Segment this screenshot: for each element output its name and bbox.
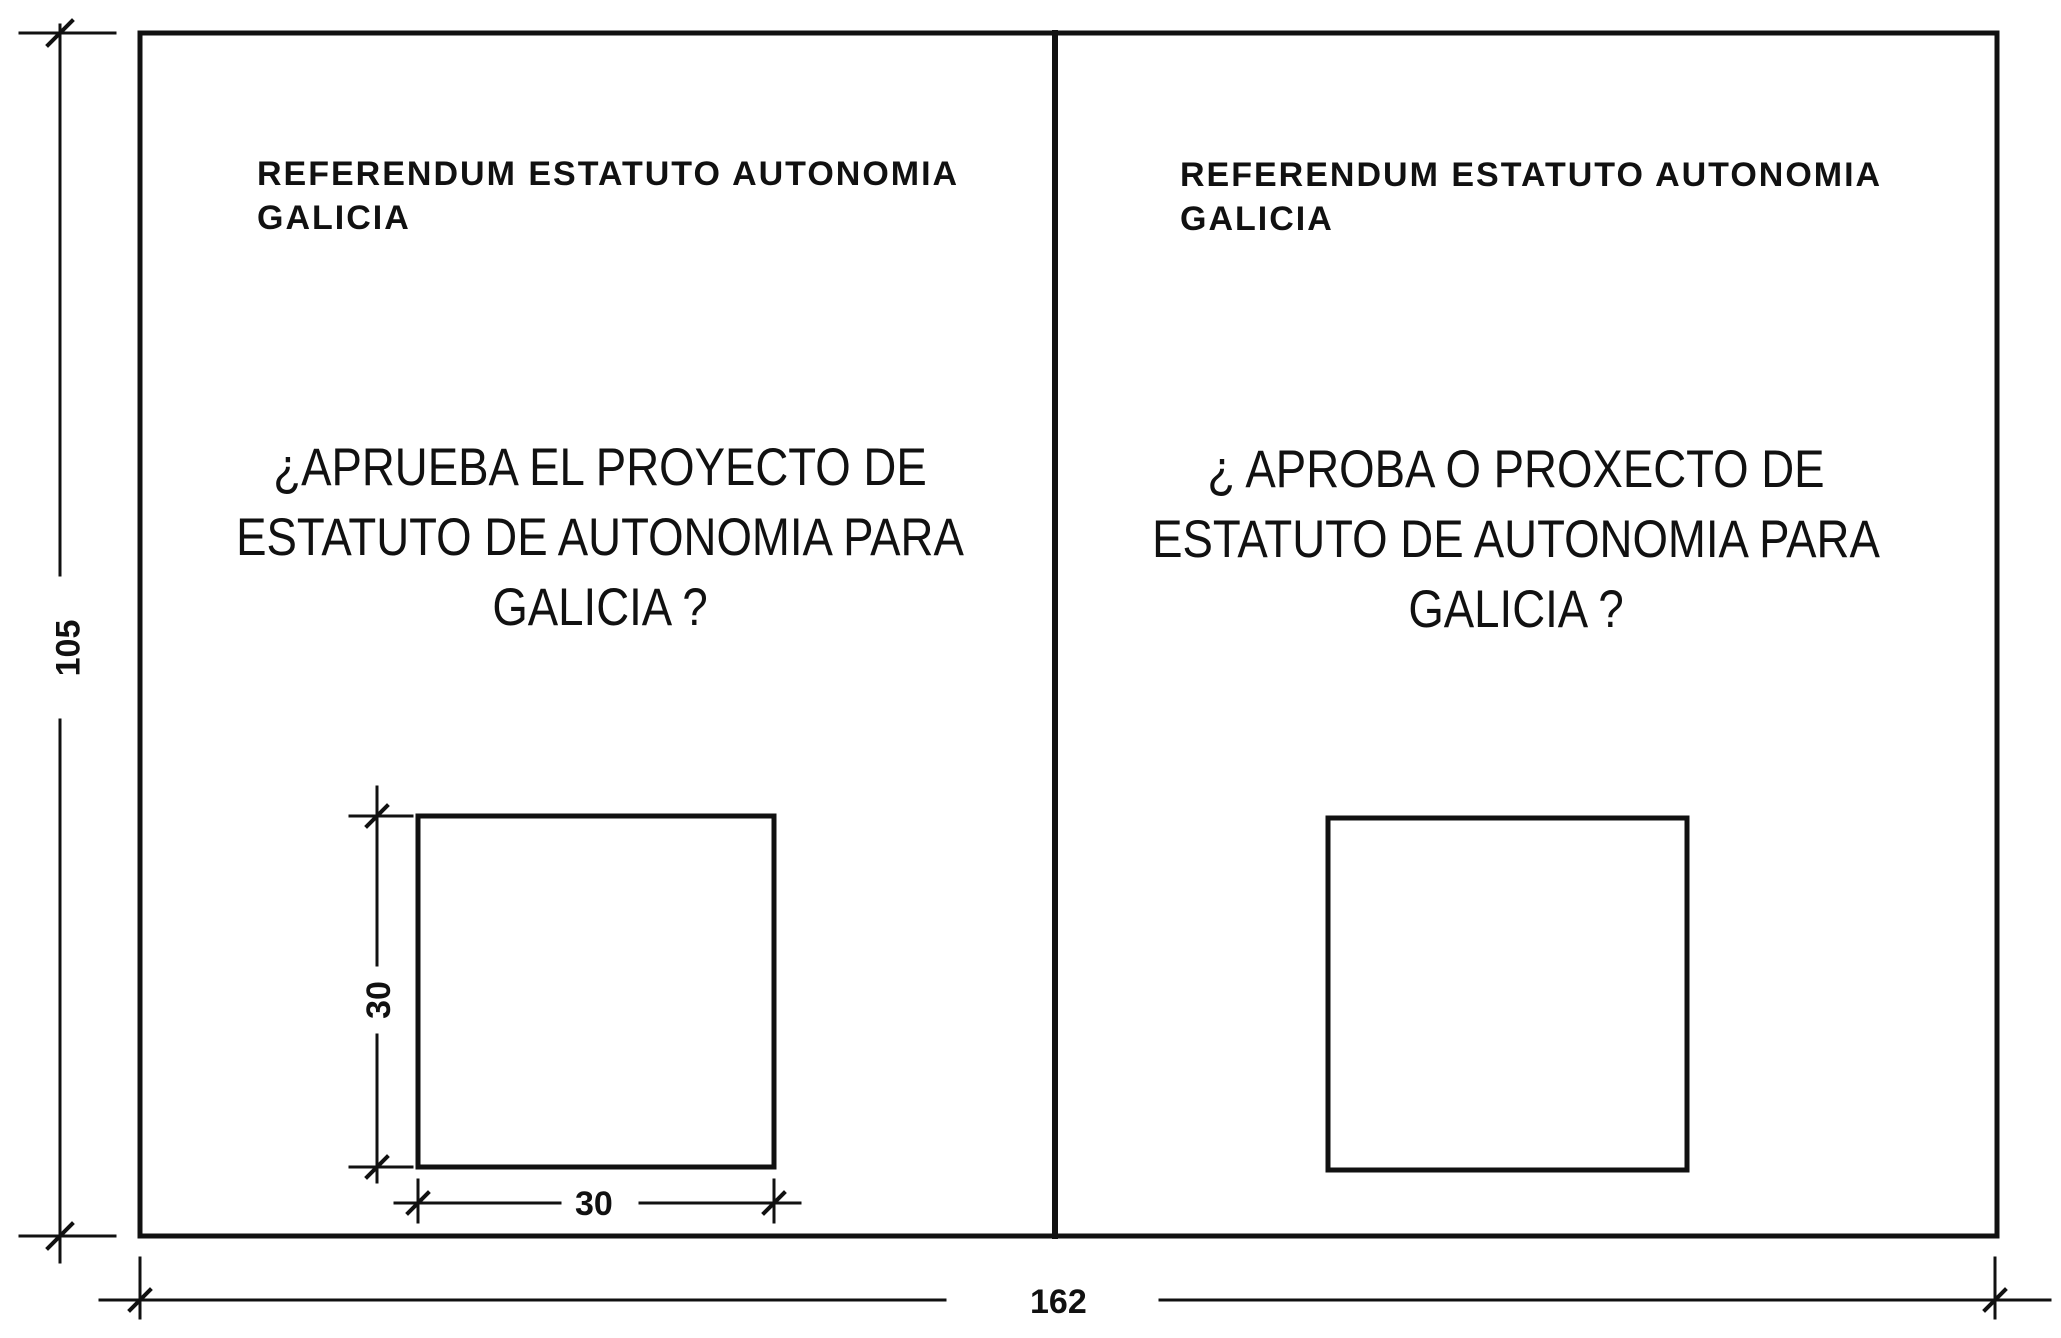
height-dimension-line — [18, 18, 117, 1264]
right-question-line3: GALICIA ? — [1408, 580, 1624, 639]
width-dimension-line — [98, 1256, 2052, 1320]
box-height-label: 30 — [358, 971, 399, 1029]
left-question-line3: GALICIA ? — [492, 578, 708, 637]
left-heading-line2: GALICIA — [257, 199, 411, 237]
box-width-label: 30 — [565, 1184, 623, 1224]
box-height-dimension-line — [348, 785, 414, 1184]
left-question-line1: ¿APRUEBA EL PROYECTO DE — [273, 438, 927, 497]
left-question-line2: ESTATUTO DE AUTONOMIA PARA — [236, 508, 964, 567]
left-ballot-heading: REFERENDUM ESTATUTO AUTONOMIA GALICIA — [257, 152, 959, 240]
right-ballot-heading: REFERENDUM ESTATUTO AUTONOMIA GALICIA — [1180, 153, 1882, 241]
right-heading-line2: GALICIA — [1180, 200, 1334, 238]
left-heading-line1: REFERENDUM ESTATUTO AUTONOMIA — [257, 155, 960, 193]
left-vote-box — [415, 813, 777, 1170]
right-ballot-question: ¿ APROBA O PROXECTO DE ESTATUTO DE AUTON… — [1138, 435, 1895, 645]
right-heading-line1: REFERENDUM ESTATUTO AUTONOMIA — [1180, 156, 1883, 194]
ballot-sheet-outline — [137, 30, 2000, 1239]
box-width-dimension-line — [393, 1178, 802, 1224]
right-question-line1: ¿ APROBA O PROXECTO DE — [1207, 440, 1825, 499]
overall-height-label: 105 — [48, 609, 89, 687]
overall-width-label: 162 — [1020, 1282, 1097, 1322]
right-vote-box — [1325, 815, 1690, 1173]
left-ballot-question: ¿APRUEBA EL PROYECTO DE ESTATUTO DE AUTO… — [222, 433, 979, 643]
right-question-line2: ESTATUTO DE AUTONOMIA PARA — [1152, 510, 1880, 569]
